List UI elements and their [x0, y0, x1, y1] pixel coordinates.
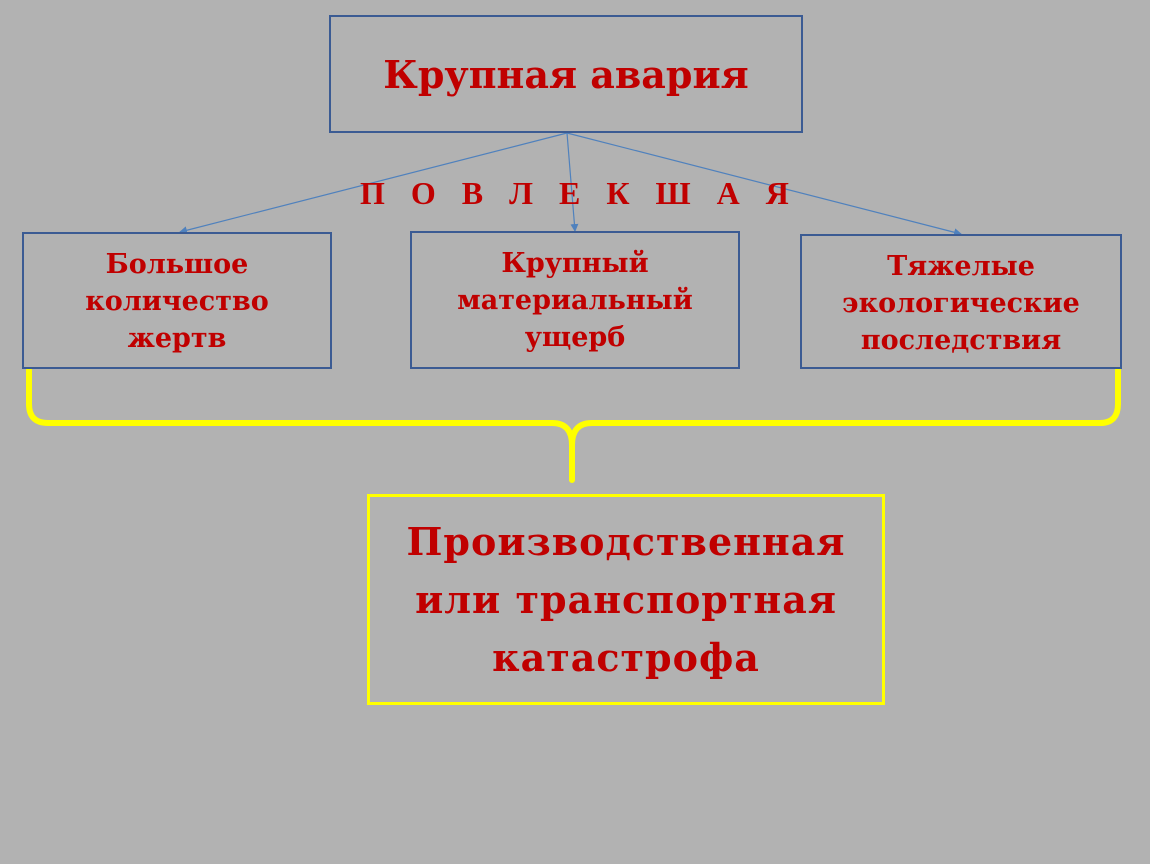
connector-label: П О В Л Е К Ш А Я	[360, 175, 798, 211]
consequence-box-ecology: Тяжелые экологические последствия	[800, 234, 1122, 369]
grouping-brace	[26, 367, 1121, 483]
major-accident-label: Крупная авария	[383, 51, 749, 97]
consequence-label-ecology: Тяжелые экологические последствия	[842, 251, 1080, 356]
catastrophe-label: Производственная или транспортная катаст…	[406, 518, 846, 680]
consequence-label-victims: Большое количество жертв	[85, 249, 269, 354]
consequence-box-damage: Крупный материальный ущерб	[410, 231, 740, 369]
catastrophe-box: Производственная или транспортная катаст…	[367, 494, 885, 705]
consequence-box-victims: Большое количество жертв	[22, 232, 332, 369]
major-accident-box: Крупная авария	[329, 15, 803, 133]
consequence-label-damage: Крупный материальный ущерб	[457, 248, 693, 353]
